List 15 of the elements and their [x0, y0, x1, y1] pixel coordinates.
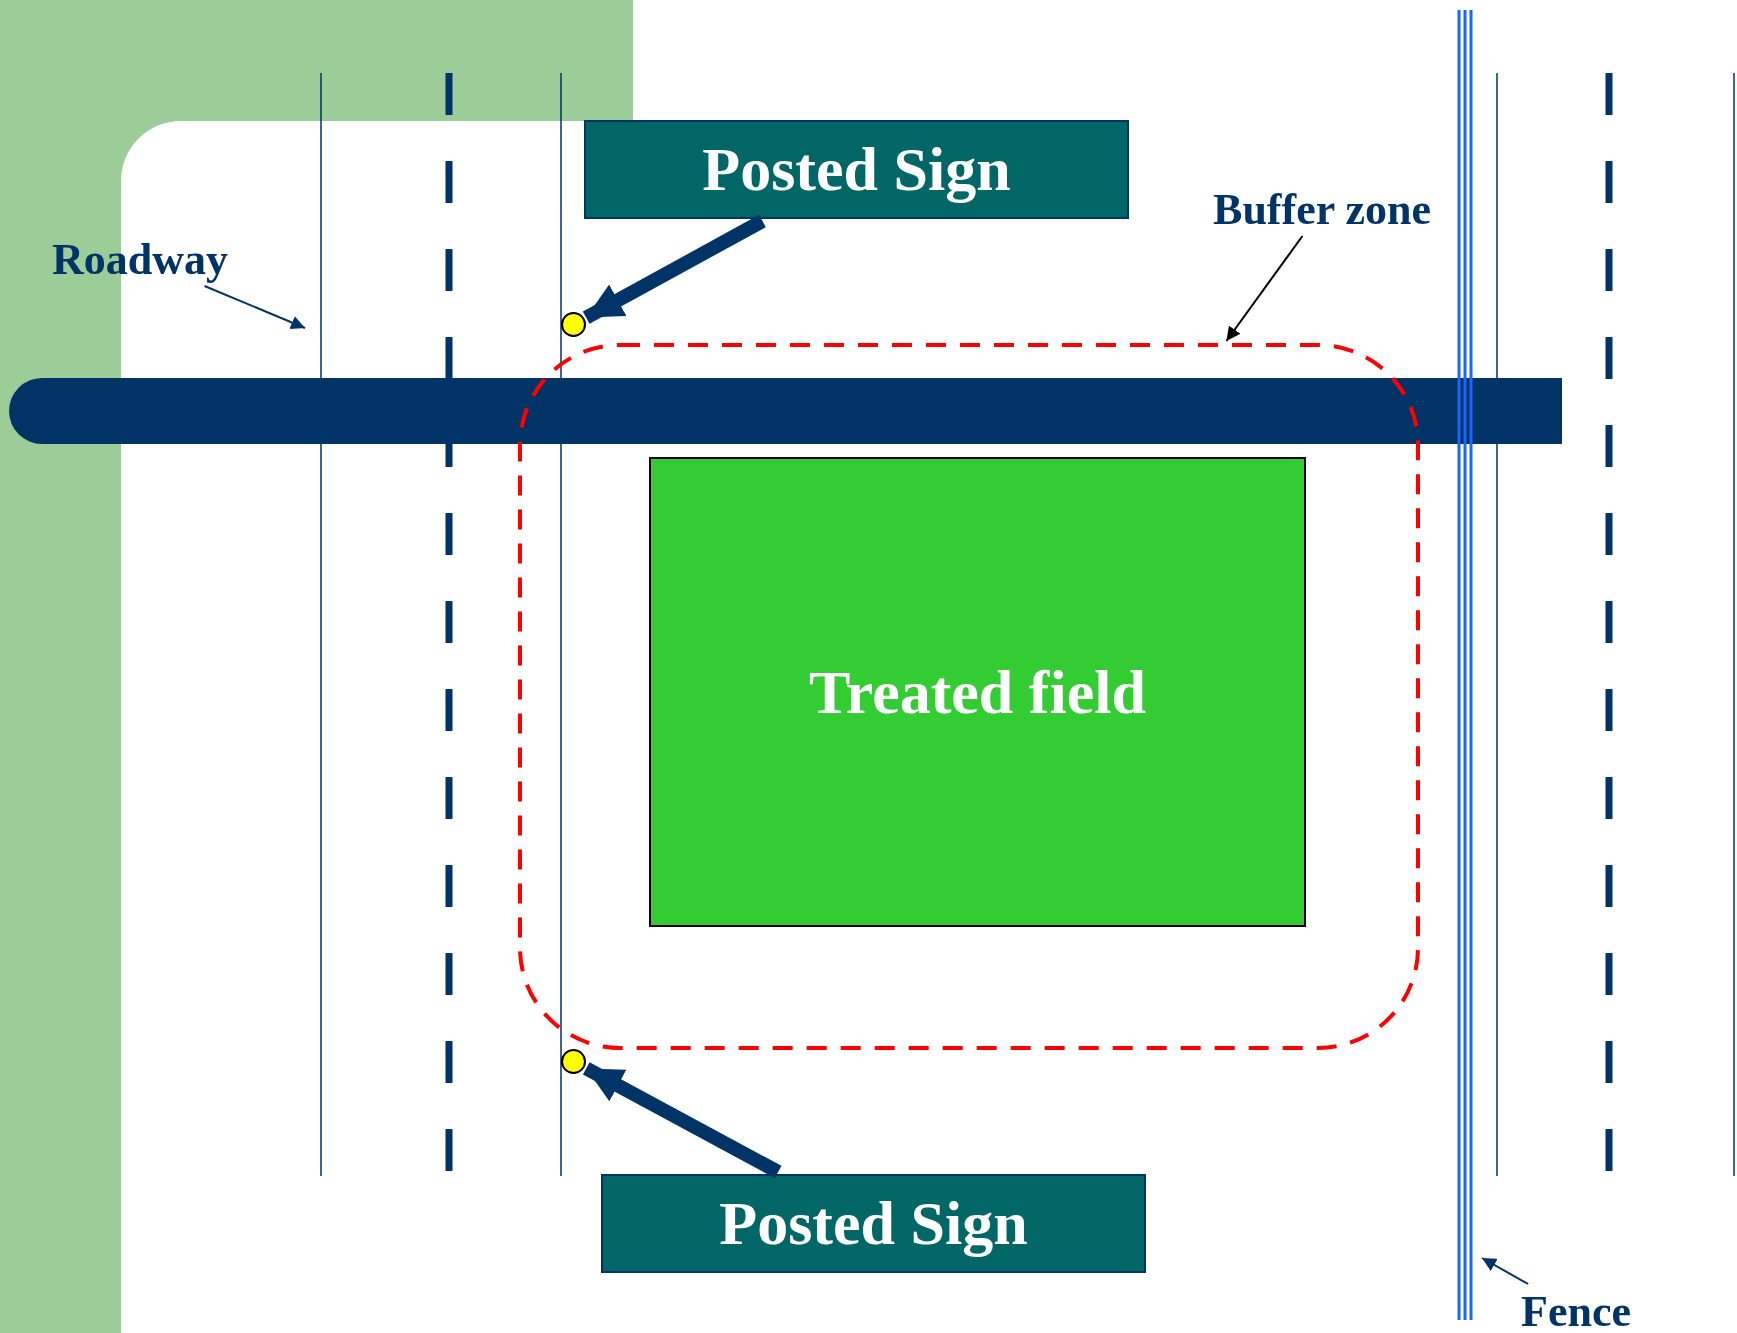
callout-label: Buffer zone [1202, 184, 1442, 234]
arrow [203, 285, 306, 330]
arrow [582, 214, 766, 324]
field-box: Treated field [649, 457, 1306, 927]
arrow [1481, 1257, 1530, 1285]
sign-box: Posted Sign [584, 120, 1129, 219]
callout-label: Fence [1516, 1286, 1636, 1333]
sign-box: Posted Sign [601, 1174, 1146, 1273]
road-bar [9, 378, 1562, 444]
buffer-zone-outline [518, 343, 1420, 1050]
arrow [1225, 235, 1304, 342]
sign-location-marker [561, 312, 586, 337]
arrow [582, 1062, 782, 1179]
callout-label: Roadway [42, 234, 238, 284]
sign-location-marker [561, 1049, 586, 1074]
